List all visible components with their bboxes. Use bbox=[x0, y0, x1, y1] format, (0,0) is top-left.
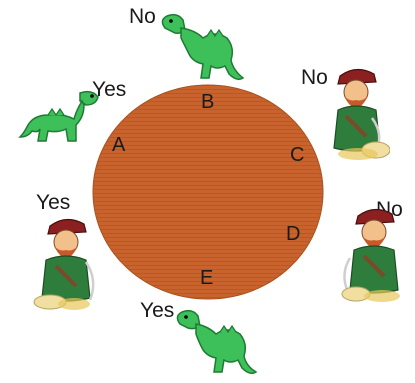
seat-c-label: C bbox=[290, 145, 304, 165]
dragon-icon bbox=[155, 8, 250, 86]
pirate-icon bbox=[338, 200, 410, 305]
pirate-icon bbox=[30, 212, 102, 312]
seat-d-label: D bbox=[286, 224, 300, 244]
pirate-icon bbox=[322, 62, 390, 162]
answer-bottom-dragon: Yes bbox=[140, 300, 174, 321]
dragon-icon bbox=[172, 306, 262, 378]
dragon-icon bbox=[18, 85, 103, 147]
answer-left-pirate: Yes bbox=[36, 192, 70, 213]
seat-e-label: E bbox=[200, 268, 213, 288]
seat-a-label: A bbox=[112, 135, 125, 155]
seat-b-label: B bbox=[201, 92, 214, 112]
answer-top-dragon: No bbox=[129, 6, 156, 27]
